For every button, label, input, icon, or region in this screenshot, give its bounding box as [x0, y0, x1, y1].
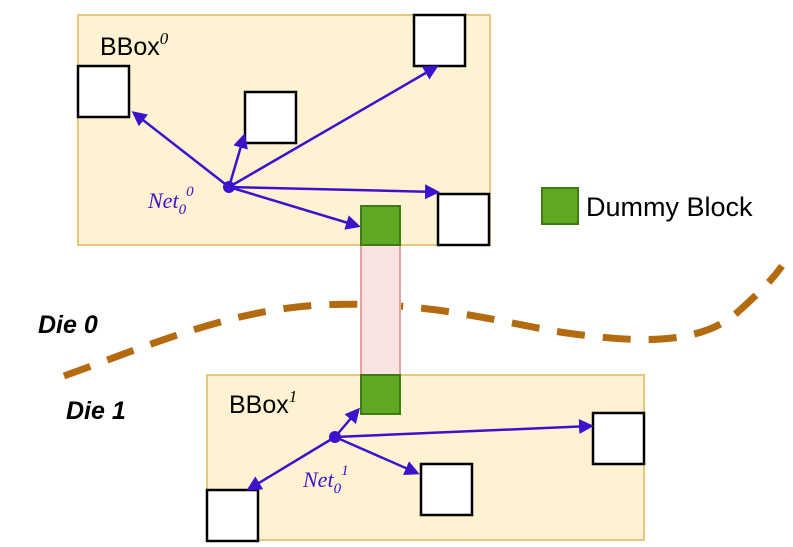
legend-swatch	[541, 187, 579, 225]
legend: Dummy Block	[541, 187, 753, 225]
cell-block	[436, 192, 491, 247]
net0-arrow	[228, 184, 440, 200]
net0-arrow	[131, 111, 230, 188]
net1-source-pin	[329, 431, 341, 443]
net0-arrow	[227, 133, 248, 188]
net1-label: Net01	[302, 463, 349, 497]
cell-block	[76, 64, 131, 119]
cell-block	[205, 488, 260, 543]
cell-block	[243, 90, 298, 145]
die0-label: Die 0	[38, 311, 98, 339]
inter-die-via	[360, 244, 401, 376]
die-boundary-line	[62, 263, 785, 380]
net0-label: Net00	[147, 184, 194, 218]
dummy-block-die0	[360, 205, 401, 246]
net0-source-pin	[223, 181, 235, 193]
net0-arrow	[228, 185, 361, 230]
net1-arrow	[334, 419, 594, 439]
bbox0-label: BBox0	[100, 29, 169, 61]
die1-label: Die 1	[66, 397, 126, 425]
cell-block	[419, 462, 474, 517]
net0-arrows	[131, 65, 440, 230]
dummy-block-die1	[360, 374, 401, 415]
net0-arrow	[228, 65, 439, 189]
net1-arrow	[246, 435, 336, 491]
cell-block	[412, 13, 467, 68]
bbox1-label: BBox1	[229, 387, 297, 419]
legend-label: Dummy Block	[586, 192, 753, 222]
cell-block	[591, 411, 646, 466]
net1-arrow	[334, 435, 420, 476]
